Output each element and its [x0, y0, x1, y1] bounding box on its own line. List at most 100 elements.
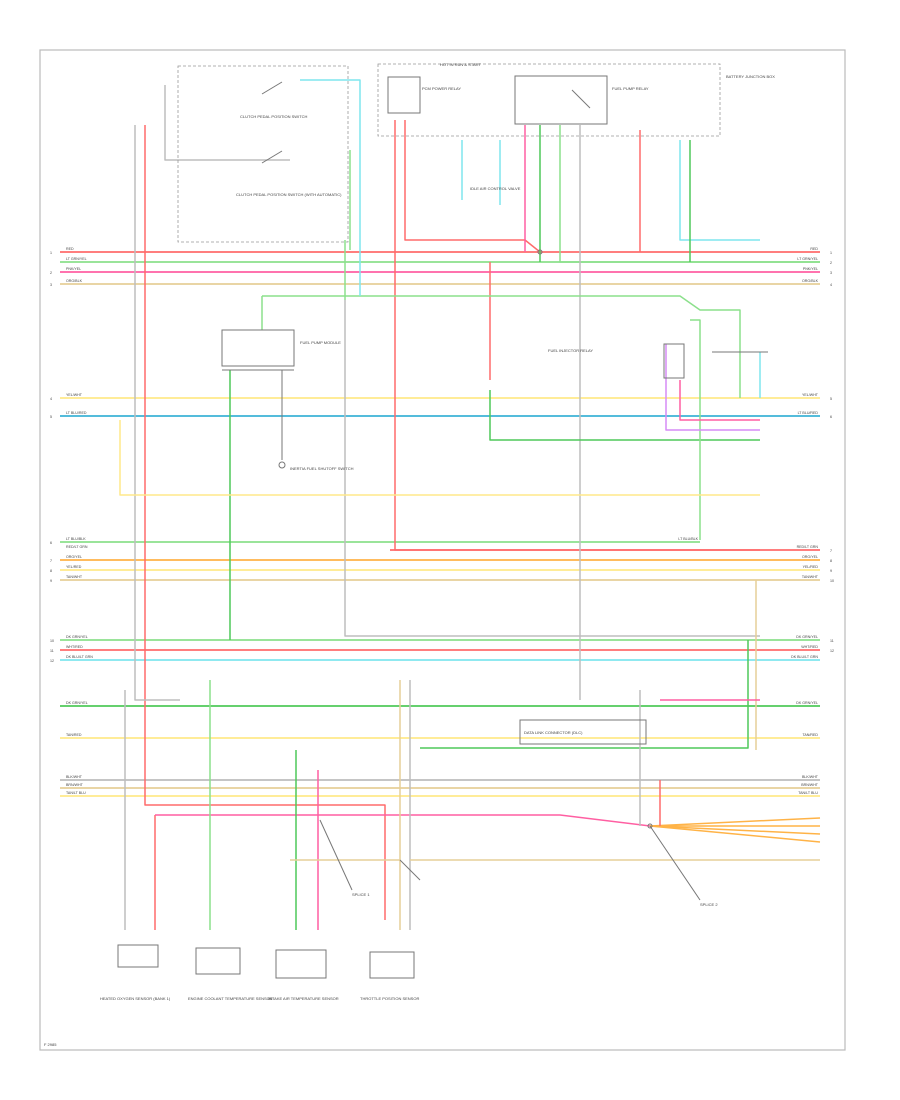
fuel-pump-relay-box [514, 75, 608, 125]
pin-number: 12 [830, 649, 834, 653]
routed-wire [134, 125, 180, 701]
caption-layer: HOT IN RUN & START PCM POWER RELAY FUEL … [44, 62, 775, 1047]
wire-color-label: TAN/LT BLU [66, 791, 86, 795]
connector-1 [117, 944, 159, 968]
wire-color-label: DK GRN/YEL [796, 635, 818, 639]
wire-color-label: LT GRN/YEL [66, 257, 87, 261]
leader-line-3 [399, 859, 421, 881]
pin-number: 11 [50, 649, 54, 653]
pin-number: 10 [50, 639, 54, 643]
pin-number: 2 [830, 261, 832, 265]
routed-wire [690, 319, 701, 540]
wire-color-label: LT BLU/BLK [678, 537, 698, 541]
wire-color-label: PNK/YEL [803, 267, 818, 271]
pin-number: 9 [50, 579, 52, 583]
wire-color-label: BRN/WHT [801, 783, 819, 787]
fuel-pump-relay-contact [571, 89, 591, 109]
clutch-switch-2-caption: CLUTCH PEDAL POSITION SWITCH (WITH AUTOM… [236, 192, 342, 197]
fuel-injector-relay-caption: FUEL INJECTOR RELAY [548, 348, 593, 353]
sensor-3-caption: INTAKE AIR TEMPERATURE SENSOR [268, 996, 339, 1001]
footer-label: F 2985 [44, 1042, 57, 1047]
pin-number: 5 [50, 415, 52, 419]
data-link-caption: DATA LINK CONNECTOR (DLC) [524, 730, 583, 735]
pin-number: 1 [50, 251, 52, 255]
wire-color-label: WHT/RED [801, 645, 818, 649]
pin-number: 11 [830, 639, 834, 643]
pin-number: 8 [50, 569, 52, 573]
wire-color-label: YEL/WHT [66, 393, 83, 397]
routed-wire [649, 825, 821, 835]
clutch-switch-contact-1 [261, 81, 283, 95]
routed-wire [404, 120, 541, 253]
wire-color-label: TAN/WHT [66, 575, 83, 579]
wire-color-label: TAN/WHT [802, 575, 819, 579]
pin-number: 2 [50, 271, 52, 275]
splice-2-caption: SPLICE 2 [700, 902, 718, 907]
wire-color-label: LT BLU/RED [66, 411, 87, 415]
pcm-relay-caption: PCM POWER RELAY [422, 86, 461, 91]
leader-line-2 [319, 819, 353, 891]
wire-color-label: TAN/RED [802, 733, 818, 737]
pin-number: 3 [830, 271, 832, 275]
wire-color-label: TAN/LT BLU [798, 791, 818, 795]
wire-color-label: ORG/BLK [802, 279, 819, 283]
pin-number: 3 [50, 283, 52, 287]
wire-color-label: ORG/YEL [802, 555, 818, 559]
routed-wire [262, 295, 741, 398]
wire-color-label: WHT/RED [66, 645, 83, 649]
wire-color-label: DK BLU/LT GRN [791, 655, 818, 659]
routed-wire [164, 85, 290, 161]
splice-dot-2 [647, 823, 653, 829]
routed-wire [144, 125, 386, 920]
idle-air-control-caption: IDLE AIR CONTROL VALVE [470, 186, 521, 191]
routed-wire [649, 825, 821, 843]
routed-wire [679, 140, 760, 241]
inertia-switch-ground [278, 461, 286, 469]
routed-wire [489, 390, 760, 441]
sensor-4-caption: THROTTLE POSITION SENSOR [360, 996, 419, 1001]
sensor-1-caption: HEATED OXYGEN SENSOR (BANK 1) [100, 996, 171, 1001]
pin-number: 4 [830, 283, 832, 287]
inertia-switch-caption: INERTIA FUEL SHUTOFF SWITCH [290, 466, 354, 471]
wire-color-label: LT GRN/YEL [797, 257, 818, 261]
pin-number: 10 [830, 579, 834, 583]
wire-color-label: LT BLU/BLK [66, 537, 86, 541]
pin-number: 8 [830, 559, 832, 563]
pin-number: 6 [50, 541, 52, 545]
routed-wire [344, 300, 760, 637]
clutch-switch-box [177, 65, 349, 243]
battery-junction-box [377, 63, 721, 137]
pin-number: 4 [50, 397, 52, 401]
fuel-pump-module-caption: FUEL PUMP MODULE [300, 340, 341, 345]
wire-color-label: YEL/RED [803, 565, 819, 569]
routed-wire [155, 814, 651, 827]
pin-number: 7 [50, 559, 52, 563]
top-label: HOT IN RUN & START [440, 62, 481, 67]
connector-3 [275, 949, 327, 979]
battery-junction-caption: BATTERY JUNCTION BOX [726, 74, 775, 79]
wire-color-label: ORG/BLK [66, 279, 83, 283]
data-link-box [519, 719, 647, 745]
routed-wire [394, 120, 760, 551]
pin-number: 6 [830, 415, 832, 419]
wire-color-label: DK GRN/YEL [796, 701, 818, 705]
wire-color-label: PNK/YEL [66, 267, 81, 271]
wire-color-label: RED [810, 247, 818, 251]
wire-color-label: RED [66, 247, 74, 251]
leader-line-1 [649, 825, 701, 901]
connector-4 [369, 951, 415, 979]
pcm-relay-box [387, 76, 421, 114]
wire-color-label: TAN/RED [66, 733, 82, 737]
wire-color-label: DK GRN/YEL [66, 635, 88, 639]
routed-wire [420, 640, 749, 749]
pin-number: 5 [830, 397, 832, 401]
clutch-switch-contact-2 [261, 150, 283, 164]
wire-color-label: LT BLU/RED [798, 411, 819, 415]
wire-color-label: DK GRN/YEL [66, 701, 88, 705]
splice-dot-1 [537, 249, 543, 255]
wire-color-label: BLK/WHT [802, 775, 819, 779]
routed-wire [300, 79, 361, 296]
sensor-2-caption: ENGINE COOLANT TEMPERATURE SENSOR [188, 996, 273, 1001]
splice-1-caption: SPLICE 1 [352, 892, 370, 897]
fuel-pump-relay-caption: FUEL PUMP RELAY [612, 86, 649, 91]
